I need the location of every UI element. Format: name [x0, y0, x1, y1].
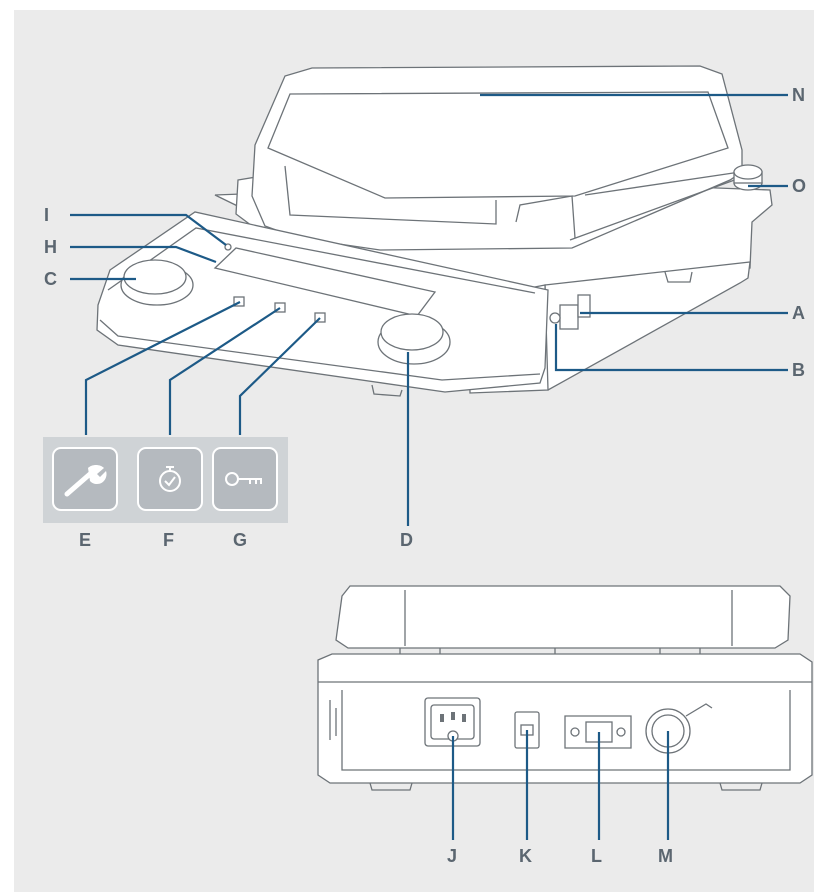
- callout-e: E: [79, 530, 91, 550]
- callout-f: F: [163, 530, 174, 550]
- leader-e: [84, 301, 241, 435]
- stopwatch-icon: [137, 447, 203, 511]
- device-rear-view: [317, 585, 813, 791]
- callout-k: K: [519, 846, 532, 866]
- callout-g: G: [233, 530, 247, 550]
- callout-c: C: [44, 269, 57, 289]
- callout-b: B: [792, 360, 805, 380]
- leader-f: [168, 307, 281, 435]
- key-icon: [212, 447, 278, 511]
- callout-l: L: [591, 846, 602, 866]
- callout-d: D: [400, 530, 413, 550]
- callout-m: M: [658, 846, 673, 866]
- leader-lines: [70, 93, 788, 840]
- leader-g: [238, 317, 321, 435]
- leader-b: [554, 324, 788, 372]
- callout-labels: N O I H C A B E F G D J K L M: [44, 85, 806, 866]
- callout-h: H: [44, 237, 57, 257]
- device-front-view: [96, 65, 773, 397]
- callout-n: N: [792, 85, 805, 105]
- callout-a: A: [792, 303, 805, 323]
- callout-o: O: [792, 176, 806, 196]
- callout-j: J: [447, 846, 457, 866]
- wrench-icon: [52, 447, 118, 511]
- callout-i: I: [44, 205, 49, 225]
- leader-h: [70, 245, 217, 264]
- leader-i: [70, 213, 227, 246]
